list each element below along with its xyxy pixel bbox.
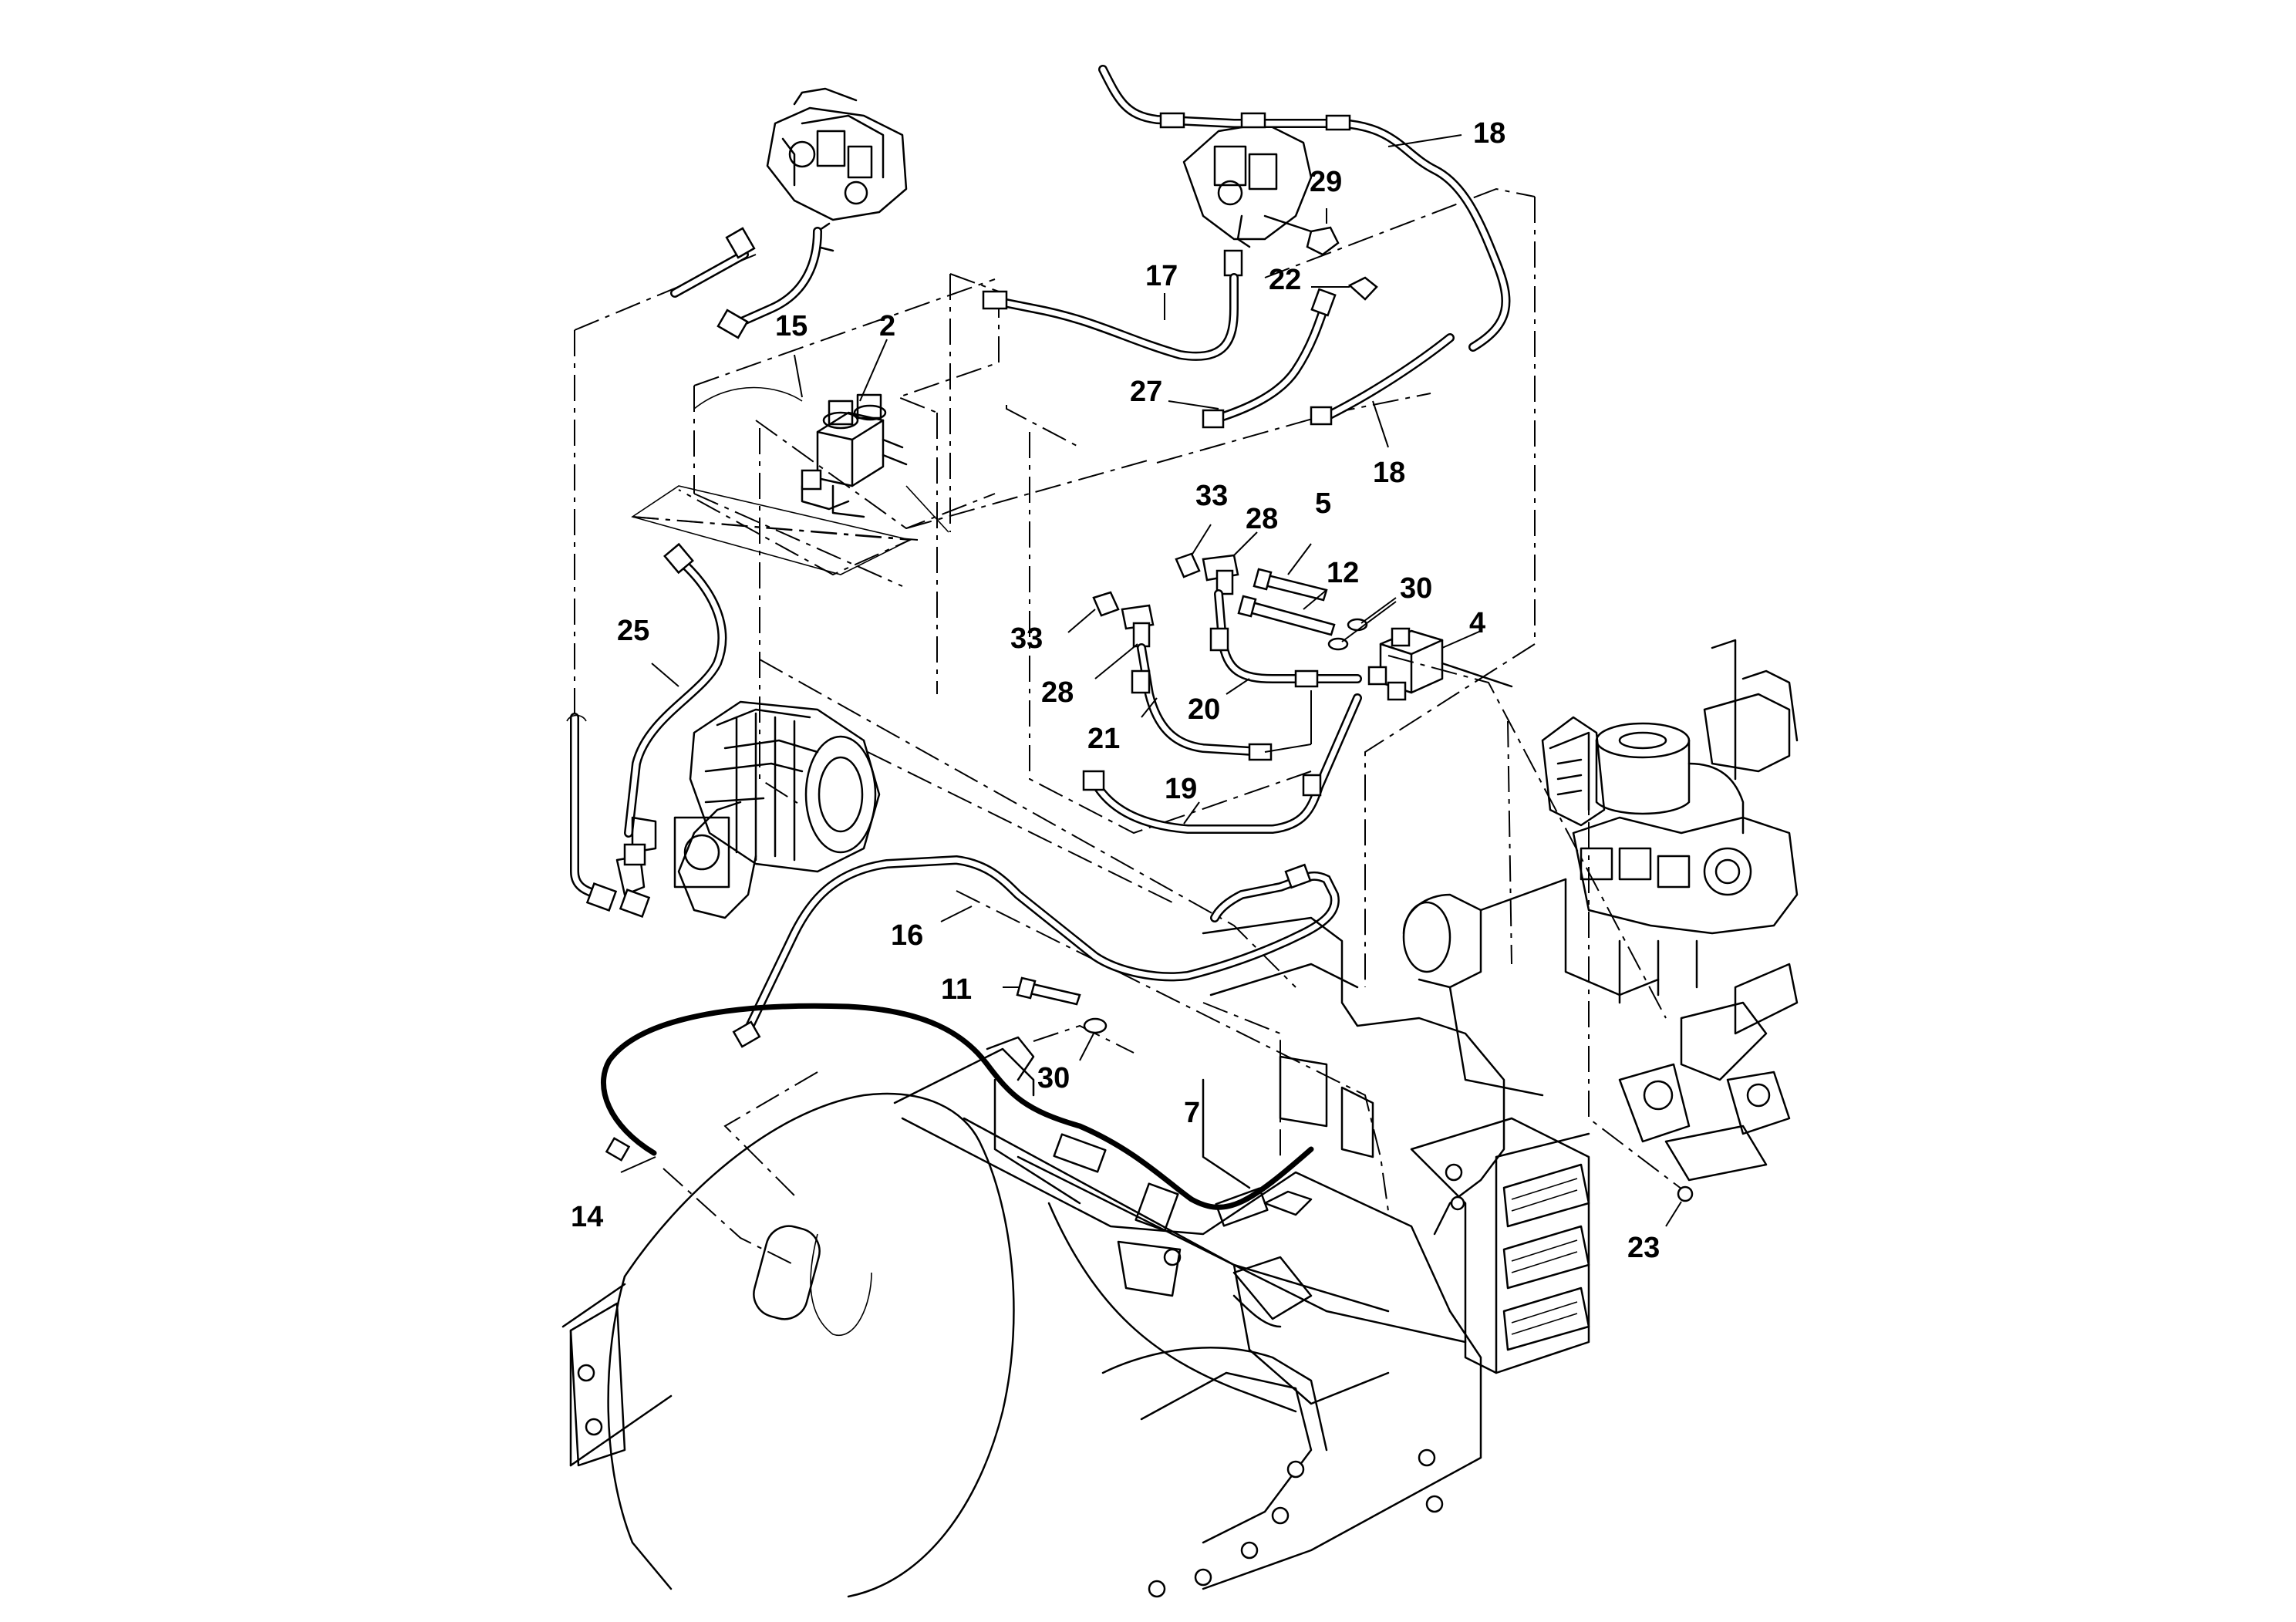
hose-19 [1082,693,1362,834]
callout-15: 15 [775,310,807,342]
adapter-33-upper [1175,524,1212,578]
washer-30-lower [1079,1017,1108,1061]
tube-16 [743,855,1340,1034]
hydraulic-pump-upper-center [1182,122,1317,277]
tee-28-lower [1094,604,1155,679]
bracket-lines [631,485,949,575]
control-valve-2 [693,339,908,518]
callout-22: 22 [1269,264,1301,296]
callout-20: 20 [1188,693,1220,726]
hose-left-vertical [566,713,602,899]
assembly-lines [574,187,1686,1266]
hose-25 [624,542,727,838]
callout-7: 7 [1184,1097,1200,1129]
callout-18-lower: 18 [1373,457,1405,489]
callout-18-top: 18 [1473,117,1505,150]
hose-18-upper [1098,65,1511,352]
adapter-33-lower [1067,591,1120,633]
callout-12: 12 [1327,557,1359,589]
callout-19: 19 [1165,773,1197,805]
bolt-5 [1253,543,1328,602]
callout-4: 4 [1469,607,1485,639]
callout-25: 25 [617,615,649,647]
callout-labels: 18 29 17 22 15 2 27 18 33 28 5 12 30 4 2… [571,117,1660,1264]
callout-28-upper: 28 [1246,503,1278,535]
callout-17: 17 [1145,260,1178,292]
callout-33-upper: 33 [1195,480,1228,512]
hydraulic-motor-left [585,700,881,919]
callout-30-lower: 30 [1037,1062,1070,1094]
engine-assembly [1402,639,1799,1182]
hydraulic-pump-upper-left [766,87,908,252]
fitting-22 [1311,276,1378,301]
hose-17 [982,273,1239,361]
roller-drum [561,1092,1015,1598]
callout-11: 11 [941,973,972,1006]
hose-18-lower [1310,333,1455,448]
washer-30-upper [1327,597,1397,651]
callout-27: 27 [1130,376,1162,408]
bolt-23 [1665,1185,1694,1227]
callout-21: 21 [1087,723,1120,755]
valve-block-4 [1367,627,1513,701]
callout-5: 5 [1315,487,1331,520]
bolt-12 [1237,589,1336,636]
tee-28-upper [1202,531,1258,595]
callout-29: 29 [1310,166,1342,198]
bolt-11 [1003,976,1081,1006]
hose-7-heavy [601,1003,1314,1210]
callout-33-lower: 33 [1010,622,1043,655]
cap-29 [1306,208,1340,256]
hose-20 [1209,589,1362,744]
hose-21 [1131,643,1312,761]
callout-30-upper: 30 [1400,572,1432,605]
hose-27 [1168,288,1337,429]
callout-16: 16 [891,919,923,952]
callout-28-lower: 28 [1041,676,1074,709]
callout-2: 2 [879,310,895,342]
access-steps [1410,1117,1590,1374]
hose-upper-left [670,227,822,339]
callout-23: 23 [1627,1232,1660,1264]
machine-frame [893,916,1505,1598]
callout-14: 14 [571,1201,603,1233]
